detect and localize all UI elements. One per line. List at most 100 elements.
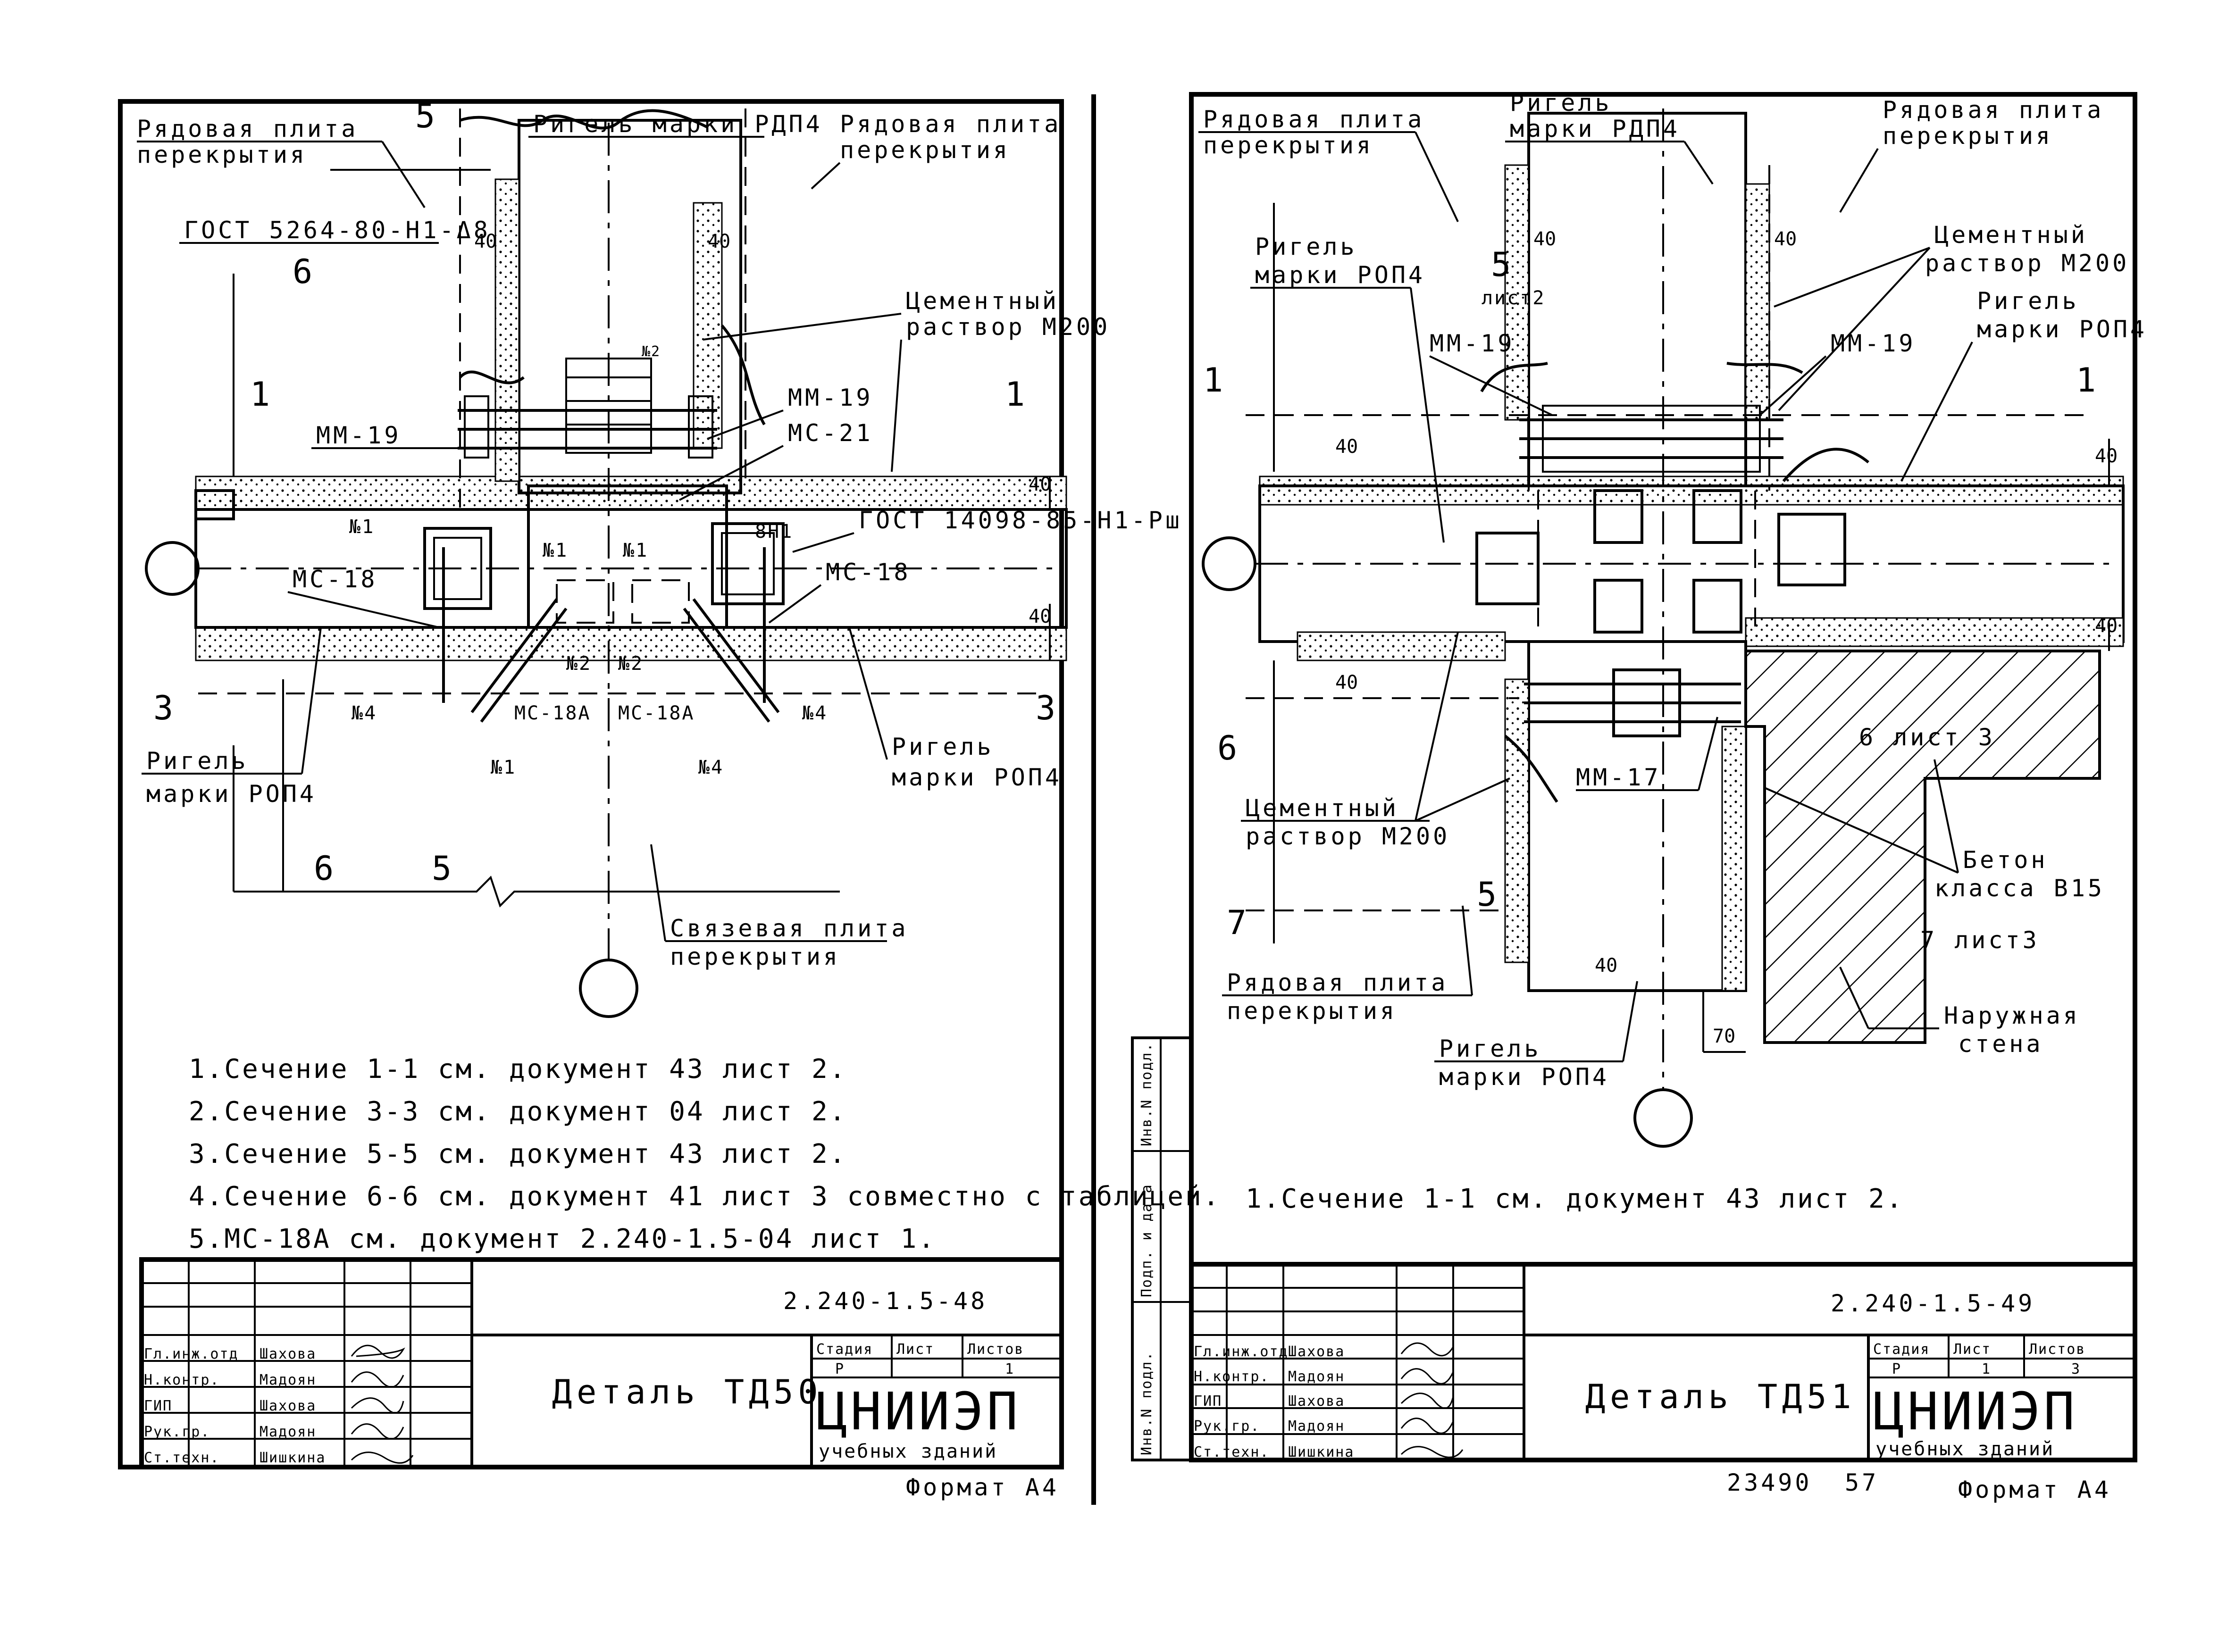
- right-beam-top-label-2: марки РДП4: [1510, 115, 1680, 142]
- right-sheet-value: 1: [1982, 1361, 1991, 1377]
- left-sec3-left: 3: [153, 689, 178, 727]
- left-note-5: 5.МС-18А см. документ 2.240-1.5-04 лист …: [189, 1224, 936, 1254]
- right-top-mortar-strip: [1259, 476, 2124, 506]
- left-slab-left-label-2: перекрытия: [137, 141, 307, 168]
- left-sec5-top: 5: [415, 97, 440, 135]
- left-n4-b: №4: [802, 702, 828, 724]
- left-title-name: Деталь ТД50: [552, 1373, 823, 1411]
- right-column: [1527, 112, 1747, 487]
- right-concrete-2: класса В15: [1934, 875, 2105, 902]
- right-plate-left: [1475, 532, 1540, 605]
- left-name-5: Шишкина: [259, 1450, 326, 1466]
- right-slab-right-label-1: Рядовая плита: [1883, 96, 2104, 124]
- right-axis-circle-left: [1202, 536, 1256, 591]
- left-weld-label: 8Н1: [755, 521, 793, 542]
- right-sec7-left: 7: [1227, 903, 1251, 942]
- right-footer-number: 23490: [1727, 1469, 1812, 1496]
- right-name-5: Шишкина: [1288, 1444, 1354, 1460]
- left-note-4: 4.Сечение 6-6 см. документ 41 лист 3 сов…: [189, 1181, 1221, 1212]
- right-dim40-g: 40: [1595, 955, 1617, 976]
- right-dim40-d: 40: [2095, 445, 2118, 467]
- right-role-5: Ст.техн.: [1194, 1444, 1270, 1460]
- left-org-sub: учебных зданий: [819, 1441, 997, 1462]
- right-sec7-ref: 7 лист3: [1920, 926, 2040, 954]
- left-name-2: Мадоян: [259, 1372, 316, 1388]
- left-gost-right: ГОСТ 14098-85-Н1-Рш: [859, 507, 1182, 534]
- right-stamp-3: Инв.N подл.: [1138, 1351, 1155, 1455]
- left-sheets-header: Листов: [967, 1341, 1024, 1358]
- right-beam-right-label-2: марки РОП4: [1977, 316, 2147, 343]
- right-stamp-1: Инв.N подл.: [1138, 1042, 1155, 1146]
- left-slab-right-label-1: Рядовая плита: [840, 110, 1061, 138]
- right-mortar-top-2: раствор М200: [1925, 250, 2129, 277]
- right-dim40-a: 40: [1533, 228, 1556, 250]
- right-stage-value: Р: [1892, 1361, 1901, 1377]
- right-org-sub: учебных зданий: [1875, 1438, 2054, 1460]
- left-link-slab-2: перекрытия: [670, 943, 840, 970]
- left-role-4: Рук.гр.: [144, 1424, 210, 1440]
- right-beam-left-label-1: Ригель: [1255, 233, 1357, 260]
- left-joint-block: [527, 484, 728, 629]
- right-title-block: 2.240-1.5-49 Гл.инж.отд Н.контр. ГИП Рук…: [1189, 1262, 2137, 1503]
- left-notes: 1.Сечение 1-1 см. документ 43 лист 2. 2.…: [189, 1054, 1221, 1254]
- left-sheet: Рядовая плита перекрытия 5 Ригель марки …: [118, 97, 1221, 1501]
- right-name-3: Шахова: [1288, 1393, 1345, 1410]
- left-n4-a: №4: [352, 702, 377, 724]
- right-column-bottom: [1527, 640, 1747, 992]
- left-dim40-right-a: 40: [1029, 474, 1051, 495]
- right-mortar-bottom-2: раствор М200: [1246, 823, 1450, 850]
- left-note-2: 2.Сечение 3-3 см. документ 04 лист 2.: [189, 1096, 847, 1127]
- left-org: ЦНИИЭП: [816, 1381, 1021, 1442]
- right-sec1-right: 1: [2076, 361, 2101, 400]
- left-mortar-label-2: раствор М200: [906, 313, 1110, 341]
- left-dim40-b: 40: [708, 231, 730, 252]
- left-role-1: Гл.инж.отд: [144, 1346, 239, 1362]
- right-mm19-left: ММ-19: [1430, 330, 1515, 357]
- left-role-3: ГИП: [144, 1398, 172, 1414]
- right-role-2: Н.контр.: [1194, 1368, 1270, 1385]
- right-outer-wall-1: Наружная: [1944, 1002, 2080, 1029]
- left-mc21: МС-21: [788, 419, 873, 447]
- left-link-slab-1: Связевая плита: [670, 915, 908, 942]
- right-sec6-left: 6: [1217, 729, 1242, 768]
- left-stage-header: Стадия: [816, 1341, 873, 1358]
- left-n2-a: №2: [566, 653, 592, 675]
- right-mm19-right: ММ-19: [1831, 330, 1916, 357]
- left-bottom-mortar-strip: [195, 626, 1067, 661]
- right-note-1: 1.Сечение 1-1 см. документ 43 лист 2.: [1246, 1184, 1904, 1214]
- right-sec6-ref: 6 лист 3: [1859, 724, 1995, 751]
- left-mc18-right: МС-18: [826, 559, 911, 586]
- right-sheets-value: 3: [2071, 1361, 2081, 1377]
- right-beam-bottom-2: марки РОП4: [1439, 1063, 1609, 1091]
- right-title-code: 2.240-1.5-49: [1831, 1290, 2035, 1317]
- right-plate-right: [1777, 513, 1846, 586]
- right-mortar-bottom-1: Цементный: [1246, 794, 1399, 822]
- right-beam-bottom-1: Ригель: [1439, 1035, 1541, 1062]
- right-axis-circle-bottom: [1633, 1088, 1693, 1148]
- right-beam-top-label-1: Ригель: [1510, 89, 1612, 117]
- left-sec5-bottom: 5: [432, 849, 456, 888]
- right-name-4: Мадоян: [1288, 1418, 1345, 1435]
- left-beam-left-label-2: марки РОП4: [146, 780, 317, 808]
- left-mc18a-right: МС-18А: [618, 702, 695, 724]
- left-slab-left-label-1: Рядовая плита: [137, 115, 358, 142]
- right-name-1: Шахова: [1288, 1343, 1345, 1360]
- right-stage-header: Стадия: [1873, 1341, 1930, 1358]
- right-mm17: ММ-17: [1576, 764, 1661, 791]
- left-beam-top-label: Ригель марки РДП4: [533, 110, 823, 138]
- right-outer-wall-2: стена: [1958, 1030, 2043, 1058]
- right-sheets-header: Листов: [2029, 1341, 2085, 1358]
- right-bottom-mortar-strip: [1297, 631, 1506, 661]
- right-name-2: Мадоян: [1288, 1368, 1345, 1385]
- left-title-code: 2.240-1.5-48: [783, 1287, 988, 1315]
- left-name-3: Шахова: [259, 1398, 316, 1414]
- right-slab-left-label-1: Рядовая плита: [1203, 106, 1424, 133]
- left-beam-left-label-1: Ригель: [146, 747, 249, 775]
- left-sec1-right: 1: [1005, 375, 1030, 414]
- left-n2-top: №2: [642, 343, 661, 360]
- left-beam-right-label-1: Ригель: [892, 733, 994, 760]
- left-gost-left: ГОСТ 5264-80-Н1-Δ8: [184, 217, 491, 244]
- left-role-2: Н.контр.: [144, 1372, 220, 1388]
- left-mm19-left: ММ-19: [316, 422, 402, 449]
- right-slab-bottom-2: перекрытия: [1227, 997, 1397, 1025]
